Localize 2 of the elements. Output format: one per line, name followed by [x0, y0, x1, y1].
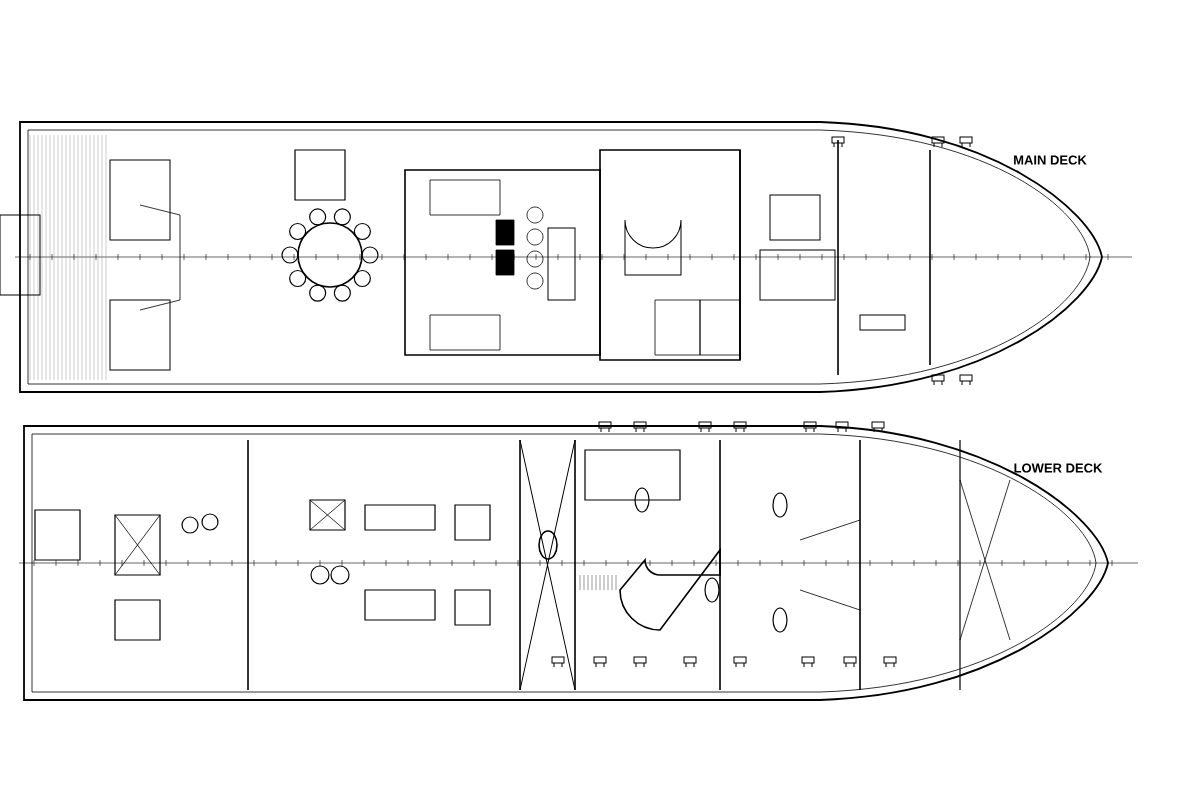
deck-title: LOWER DECK: [1014, 463, 1103, 473]
deck-title: MAIN DECK: [1014, 155, 1087, 165]
